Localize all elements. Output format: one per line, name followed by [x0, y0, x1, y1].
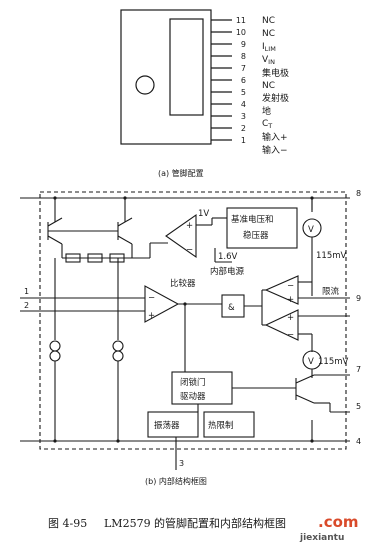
mv-bottom-label: 115mV	[318, 357, 349, 367]
comparator-label: 比较器	[170, 278, 196, 289]
figure-number: 图 4-95	[48, 517, 87, 530]
ic-boundary	[39, 191, 347, 450]
internal-supply-label: 内部电源	[210, 266, 245, 277]
pin-label: 集电极	[262, 67, 289, 79]
comparator-minus: −	[148, 293, 155, 303]
pin-number: 3	[241, 112, 246, 121]
differential-pair	[47, 212, 133, 258]
pin-9-label: 9	[356, 294, 361, 303]
oscillator-block	[147, 411, 199, 438]
pin-number: 8	[241, 52, 246, 61]
pin-number: 1	[241, 136, 246, 145]
voltmeter-bottom-symbol: V	[308, 357, 314, 367]
pin-8-label: 8	[356, 189, 361, 198]
pin-labels: NC NC ILIM VIN 集电极 NC 发射极 地 CT 输入+ 输入−	[262, 16, 289, 156]
output-transistor	[295, 374, 350, 413]
package-window	[169, 18, 204, 116]
pin-label: 输入+	[262, 131, 288, 143]
pin-label: ILIM	[262, 42, 276, 53]
pin-7-label: 7	[356, 365, 361, 374]
reference-regulator-block	[226, 207, 298, 249]
current-source-icon	[112, 340, 124, 352]
oscillator-label: 振荡器	[154, 420, 180, 431]
watermark-com: .com	[318, 513, 359, 531]
err-amp-minus: −	[186, 245, 193, 255]
pin-label: VIN	[262, 55, 275, 66]
amp-bottom-minus: −	[287, 330, 294, 340]
current-limit-amplifier-top	[264, 275, 299, 305]
latch-line2: 驱动器	[180, 391, 206, 402]
current-limit-amplifier-bottom	[264, 309, 299, 341]
v1-label: 1V	[198, 209, 209, 219]
pin-number: 5	[241, 88, 246, 97]
pin-label: CT	[262, 119, 272, 130]
current-limit-label: 限流	[322, 286, 340, 297]
caption-a: (a) 管脚配置	[158, 168, 204, 178]
pin-configuration	[120, 9, 232, 145]
mounting-hole-icon	[135, 75, 155, 95]
current-source-icon	[112, 350, 124, 362]
v16-label: 1.6V	[218, 252, 238, 262]
pin-number: 9	[241, 40, 246, 49]
pin-label: NC	[262, 29, 275, 39]
comparator	[144, 285, 180, 323]
pin-number: 4	[241, 100, 246, 109]
mv-top-label: 115mV	[316, 251, 347, 261]
error-amplifier	[165, 213, 197, 259]
voltmeter-top-symbol: V	[308, 225, 314, 235]
pin-5-label: 5	[356, 402, 361, 411]
ref-block-line2: 稳压器	[243, 230, 269, 241]
amp-top-minus: −	[287, 281, 294, 291]
pin-label: 地	[262, 105, 271, 117]
pin-number: 2	[241, 124, 246, 133]
pin-label: 输入−	[262, 144, 288, 156]
thermal-limit-block	[203, 411, 255, 438]
block-diagram	[20, 191, 350, 470]
err-amp-plus: +	[186, 221, 193, 231]
pin-label: 发射极	[262, 92, 289, 104]
latch-line1: 闭锁门	[180, 377, 206, 388]
pin-3-label: 3	[179, 459, 184, 468]
pin-number: 7	[241, 64, 246, 73]
pin-4-label: 4	[356, 437, 361, 446]
pin-number: 11	[236, 16, 246, 25]
amp-top-plus: +	[287, 295, 294, 305]
pin-1-label: 1	[24, 287, 29, 296]
pin-2-label: 2	[24, 301, 29, 310]
package-body	[120, 9, 212, 145]
pin-numbers: 11 10 9 8 7 6 5 4 3 2 1	[236, 16, 246, 145]
current-source-icon	[49, 340, 61, 352]
pin-leads	[211, 19, 232, 141]
current-source-icon	[49, 350, 61, 362]
resistor-ladder	[62, 242, 168, 263]
comparator-plus: +	[148, 311, 155, 321]
watermark-text: jiexiantu	[299, 533, 344, 543]
figure-title: LM2579 的管脚配置和内部结构框图	[104, 516, 286, 530]
current-sources	[49, 258, 124, 370]
terminal-dots	[53, 196, 314, 443]
ref-block-line1: 基准电压和	[231, 214, 274, 225]
caption-b: (b) 内部结构框图	[145, 476, 207, 486]
amp-bottom-plus: +	[287, 313, 294, 323]
pin-label: NC	[262, 16, 275, 26]
and-gate-label: &	[228, 303, 235, 313]
thermal-label: 热限制	[208, 420, 234, 431]
pin-number: 10	[236, 28, 246, 37]
pin-number: 6	[241, 76, 246, 85]
pin-label: NC	[262, 81, 275, 91]
block-diagram-labels: 1V 基准电压和 稳压器 1.6V 内部电源 115mV 比较器 限流 & 11…	[24, 189, 361, 486]
